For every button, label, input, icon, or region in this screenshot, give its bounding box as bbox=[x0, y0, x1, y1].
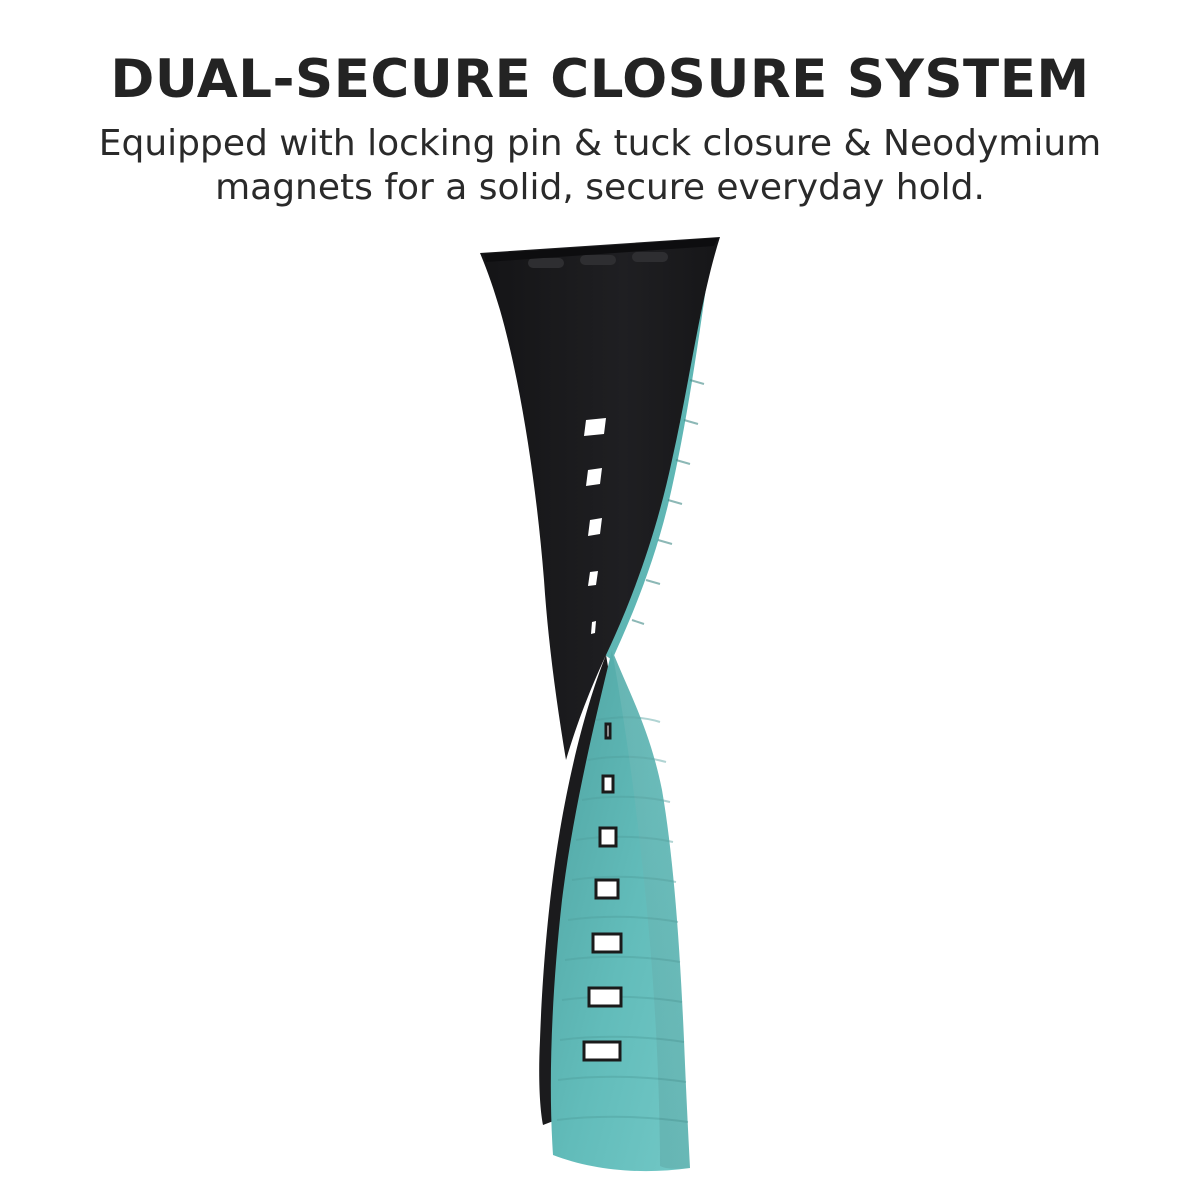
lug-crossbar bbox=[484, 238, 718, 262]
band-leather-strap bbox=[480, 237, 720, 760]
lug-slots bbox=[528, 252, 668, 268]
silicone-highlight bbox=[612, 650, 690, 1169]
edge-ridges bbox=[631, 379, 705, 625]
subtitle-line-1: Equipped with locking pin & tuck closure… bbox=[98, 123, 1102, 164]
subtitle-line-2: magnets for a solid, secure everyday hol… bbox=[215, 167, 985, 208]
page-subtitle: Equipped with locking pin & tuck closure… bbox=[80, 122, 1120, 210]
leather-holes bbox=[584, 418, 606, 634]
page-title: DUAL-SECURE CLOSURE SYSTEM bbox=[110, 49, 1090, 110]
silicone-holes bbox=[582, 722, 623, 1062]
